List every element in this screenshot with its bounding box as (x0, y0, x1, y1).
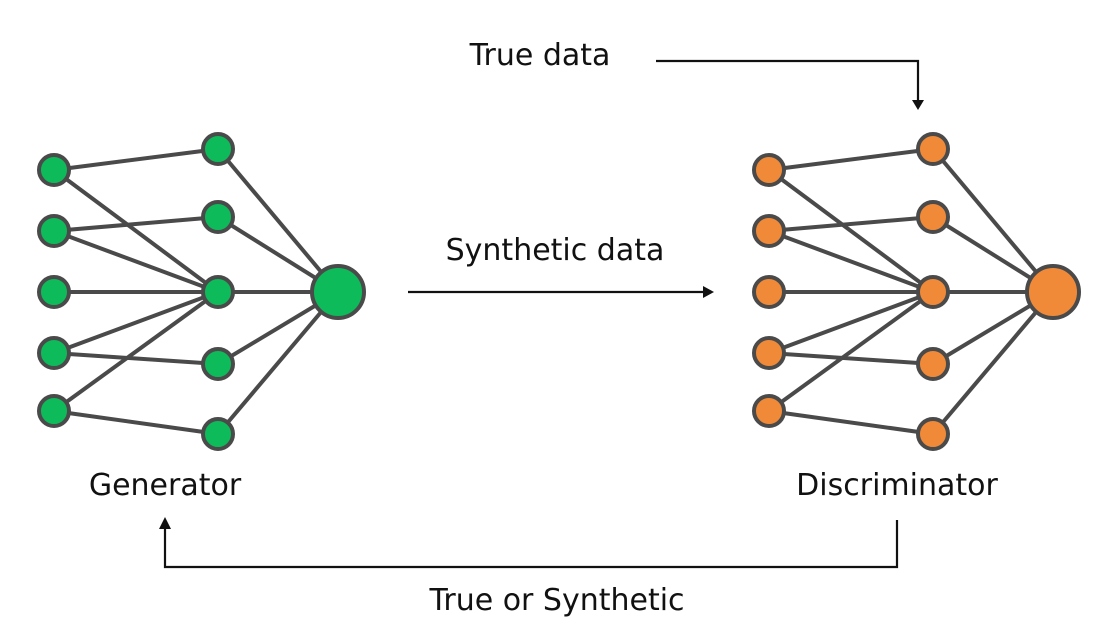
generator-edge (53, 290, 219, 355)
discriminator-hidden-node (916, 132, 950, 166)
synthetic-data-label: Synthetic data (446, 233, 665, 268)
generator-edge (53, 229, 219, 294)
generator-edges (52, 147, 340, 436)
discriminator-edge (768, 351, 934, 366)
generator-output-node (310, 264, 366, 320)
true-data-arrow (656, 59, 924, 110)
generator-input-node (37, 214, 71, 248)
discriminator-edge (931, 147, 1055, 294)
discriminator-edges (767, 147, 1055, 436)
discriminator-hidden-node (916, 200, 950, 234)
true-or-synthetic-label: True or Synthetic (428, 583, 684, 618)
discriminator-edge (768, 229, 934, 294)
generator-input-node (37, 336, 71, 370)
generator-network (37, 132, 366, 451)
discriminator-network (752, 132, 1081, 451)
generator-input-node (37, 153, 71, 187)
generator-edge (53, 147, 219, 172)
discriminator-hidden-node (916, 417, 950, 451)
feedback-arrow (159, 517, 899, 569)
generator-hidden-node (201, 132, 235, 166)
discriminator-edge (768, 409, 934, 436)
discriminator-input-node (752, 336, 786, 370)
discriminator-input-node (752, 214, 786, 248)
discriminator-hidden-node (916, 275, 950, 309)
generator-edge (53, 351, 219, 366)
generator-edge (53, 215, 219, 233)
discriminator-edge (931, 290, 1055, 436)
discriminator-edge (768, 215, 934, 233)
generator-input-node (37, 275, 71, 309)
generator-edge (216, 147, 340, 294)
discriminator-edge (768, 290, 934, 355)
generator-label: Generator (89, 468, 242, 503)
discriminator-input-node (752, 153, 786, 187)
discriminator-output-node (1025, 264, 1081, 320)
generator-edge (52, 168, 220, 294)
generator-edge (53, 409, 219, 436)
generator-hidden-node (201, 417, 235, 451)
generator-input-node (37, 394, 71, 428)
generator-hidden-node (201, 275, 235, 309)
true-data-label: True data (469, 38, 611, 73)
discriminator-edge (767, 168, 935, 294)
generator-hidden-node (201, 200, 235, 234)
generator-hidden-node (201, 347, 235, 381)
discriminator-input-node (752, 394, 786, 428)
discriminator-edge (768, 147, 934, 172)
discriminator-edge (767, 290, 935, 413)
synthetic-data-arrow (408, 286, 714, 298)
generator-edge (216, 290, 340, 436)
discriminator-input-node (752, 275, 786, 309)
discriminator-hidden-node (916, 347, 950, 381)
generator-edge (52, 290, 220, 413)
discriminator-label: Discriminator (796, 468, 998, 503)
